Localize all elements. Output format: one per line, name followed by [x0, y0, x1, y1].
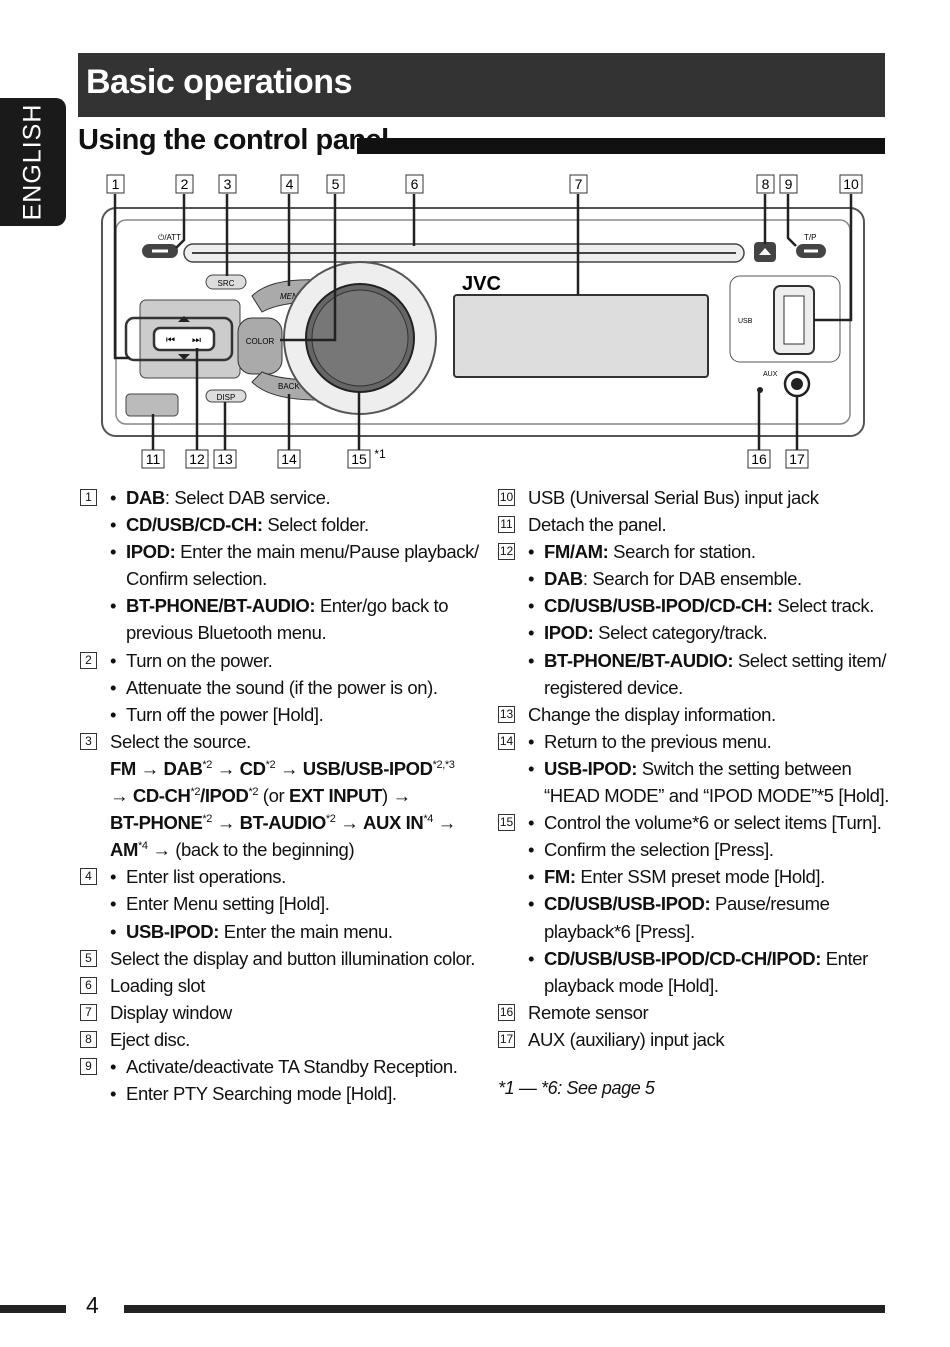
svg-text:2: 2 — [181, 176, 189, 192]
source-sequence: FM → DAB*2 → CD*2 → USB/USB-IPOD*2,*3 → … — [110, 757, 456, 861]
svg-text:6: 6 — [411, 176, 419, 192]
callout-9: 9 — [779, 174, 798, 194]
svg-text:12: 12 — [189, 451, 205, 467]
language-tab: ENGLISH — [0, 98, 66, 226]
page-title: Basic operations — [86, 63, 352, 101]
callout-14: 14 — [277, 449, 301, 469]
svg-text:BACK: BACK — [278, 382, 300, 391]
title-bar: Basic operations — [78, 53, 885, 117]
entry-14: 14 Return to the previous menu. USB-IPOD… — [498, 728, 898, 809]
entry-9: 9 Activate/deactivate TA Standby Recepti… — [80, 1053, 480, 1107]
callout-6: 6 — [405, 174, 424, 194]
callout-10: 10 — [839, 174, 863, 194]
callout-1: 1 — [106, 174, 125, 194]
svg-text:9: 9 — [785, 176, 793, 192]
callout-7: 7 — [569, 174, 588, 194]
footer-rule-right — [124, 1305, 885, 1313]
svg-text:17: 17 — [789, 451, 805, 467]
entry-15: 15 Control the volume*6 or select items … — [498, 809, 898, 999]
svg-text:14: 14 — [281, 451, 297, 467]
callout-17: 17 — [785, 449, 809, 469]
svg-text:8: 8 — [762, 176, 770, 192]
control-panel-diagram: 1 2 3 4 5 6 7 8 9 10 11 12 13 14 15 *1 1… — [101, 174, 865, 469]
svg-text:⏭: ⏭ — [192, 335, 201, 346]
svg-text:⏮: ⏮ — [166, 335, 175, 346]
entry-3: 3 Select the source. FM → DAB*2 → CD*2 →… — [80, 728, 480, 863]
svg-text:MENU: MENU — [280, 292, 304, 301]
entry-12: 12 FM/AM: Search for station. DAB: Searc… — [498, 538, 898, 701]
svg-text:1: 1 — [112, 176, 120, 192]
svg-text:10: 10 — [843, 176, 859, 192]
language-label: ENGLISH — [18, 103, 47, 221]
left-column: 1 DAB: Select DAB service. CD/USB/CD-CH:… — [80, 484, 480, 1107]
svg-text:13: 13 — [217, 451, 233, 467]
svg-text:4: 4 — [286, 176, 294, 192]
footer-rule-left — [0, 1305, 66, 1313]
callout-16: 16 — [747, 449, 771, 469]
svg-text:5: 5 — [332, 176, 340, 192]
svg-text:3: 3 — [224, 176, 232, 192]
callout-13: 13 — [213, 449, 237, 469]
callout-11: 11 — [141, 449, 165, 469]
svg-text:DISP: DISP — [217, 393, 236, 402]
svg-text:7: 7 — [575, 176, 583, 192]
entry-2: 2 Turn on the power. Attenuate the sound… — [80, 647, 480, 728]
svg-text:T/P: T/P — [804, 233, 816, 242]
svg-text:SRC: SRC — [218, 279, 235, 288]
section-title: Using the control panel — [78, 124, 389, 156]
svg-text:16: 16 — [751, 451, 767, 467]
callout-4: 4 — [280, 174, 299, 194]
callout-15: 15 — [347, 449, 371, 469]
entry-1: 1 DAB: Select DAB service. CD/USB/CD-CH:… — [80, 484, 480, 647]
page-number: 4 — [86, 1292, 99, 1318]
entry-4: 4 Enter list operations. Enter Menu sett… — [80, 863, 480, 945]
section-title-rule — [357, 138, 885, 154]
callout-12: 12 — [185, 449, 209, 469]
callout-5: 5 — [326, 174, 345, 194]
callout-3: 3 — [218, 174, 237, 194]
svg-text:⏻/ATT: ⏻/ATT — [158, 233, 181, 242]
svg-text:15: 15 — [351, 451, 367, 467]
svg-text:COLOR: COLOR — [246, 337, 275, 346]
svg-text:11: 11 — [146, 451, 161, 467]
svg-text:USB: USB — [738, 318, 753, 325]
callout-2: 2 — [175, 174, 194, 194]
svg-text:AUX: AUX — [763, 371, 778, 378]
callout-8: 8 — [756, 174, 775, 194]
footnote: *1 — *6: See page 5 — [498, 1078, 655, 1098]
callout-15-note: *1 — [374, 447, 386, 461]
brand-logo: JVC — [462, 273, 501, 295]
